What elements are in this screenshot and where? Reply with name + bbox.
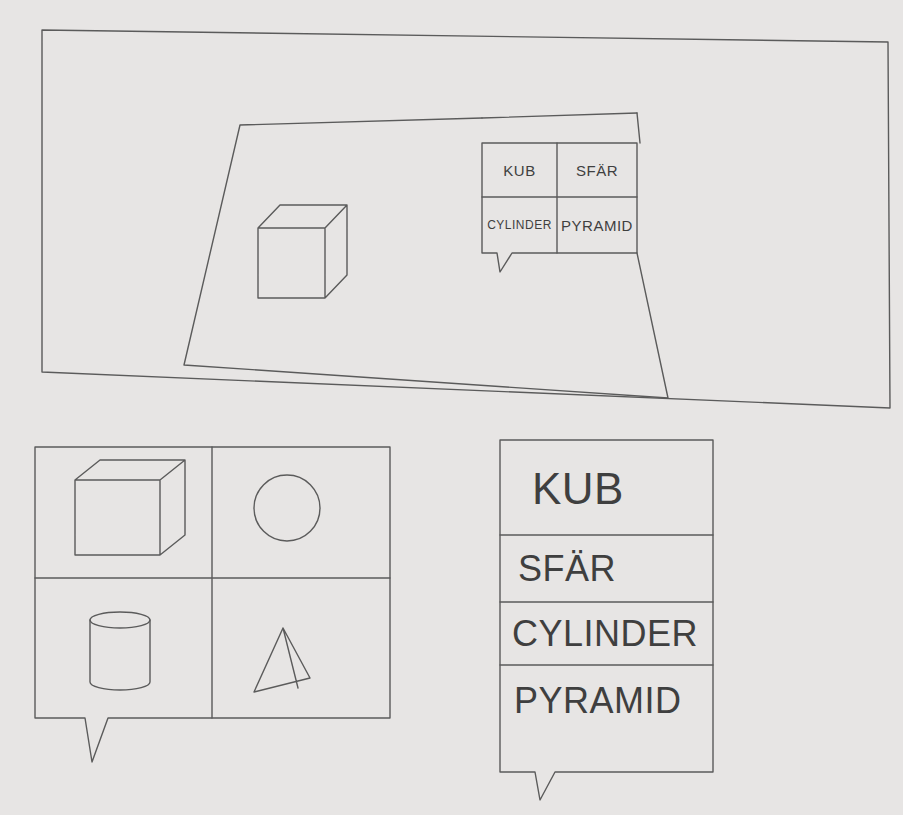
label-cell: CYLINDER	[500, 602, 713, 665]
speech-bubble	[35, 447, 390, 762]
shape-name: SFÄR	[576, 163, 618, 178]
shape-name: CYLINDER	[512, 616, 698, 652]
label-cell: SFÄR	[557, 143, 637, 197]
floor-plane-edge	[482, 113, 637, 118]
shape-name: CYLINDER	[487, 219, 552, 231]
floor-plane	[184, 113, 668, 398]
shape-name: SFÄR	[518, 551, 616, 587]
cube-icon	[75, 460, 185, 555]
speech-bubble	[500, 440, 713, 800]
cylinder-icon	[90, 612, 150, 628]
grid-lines	[482, 143, 637, 253]
shape-name: PYRAMID	[514, 683, 682, 719]
cube-object	[258, 205, 347, 298]
grid-lines	[35, 447, 390, 718]
screen-frame	[42, 30, 890, 408]
label-cell: KUB	[482, 143, 557, 197]
shape-name: KUB	[532, 467, 624, 511]
label-cell: KUB	[500, 442, 713, 535]
label-cell: PYRAMID	[557, 197, 637, 253]
shape-name: KUB	[503, 163, 535, 178]
pyramid-icon	[254, 628, 310, 692]
label-cell: CYLINDER	[482, 197, 557, 253]
speech-bubble	[482, 143, 637, 272]
shape-name: PYRAMID	[561, 218, 633, 233]
cylinder-icon	[90, 620, 150, 690]
list-lines	[500, 535, 713, 665]
sphere-icon	[254, 475, 320, 541]
label-cell: PYRAMID	[500, 665, 713, 737]
label-cell: SFÄR	[500, 535, 713, 602]
